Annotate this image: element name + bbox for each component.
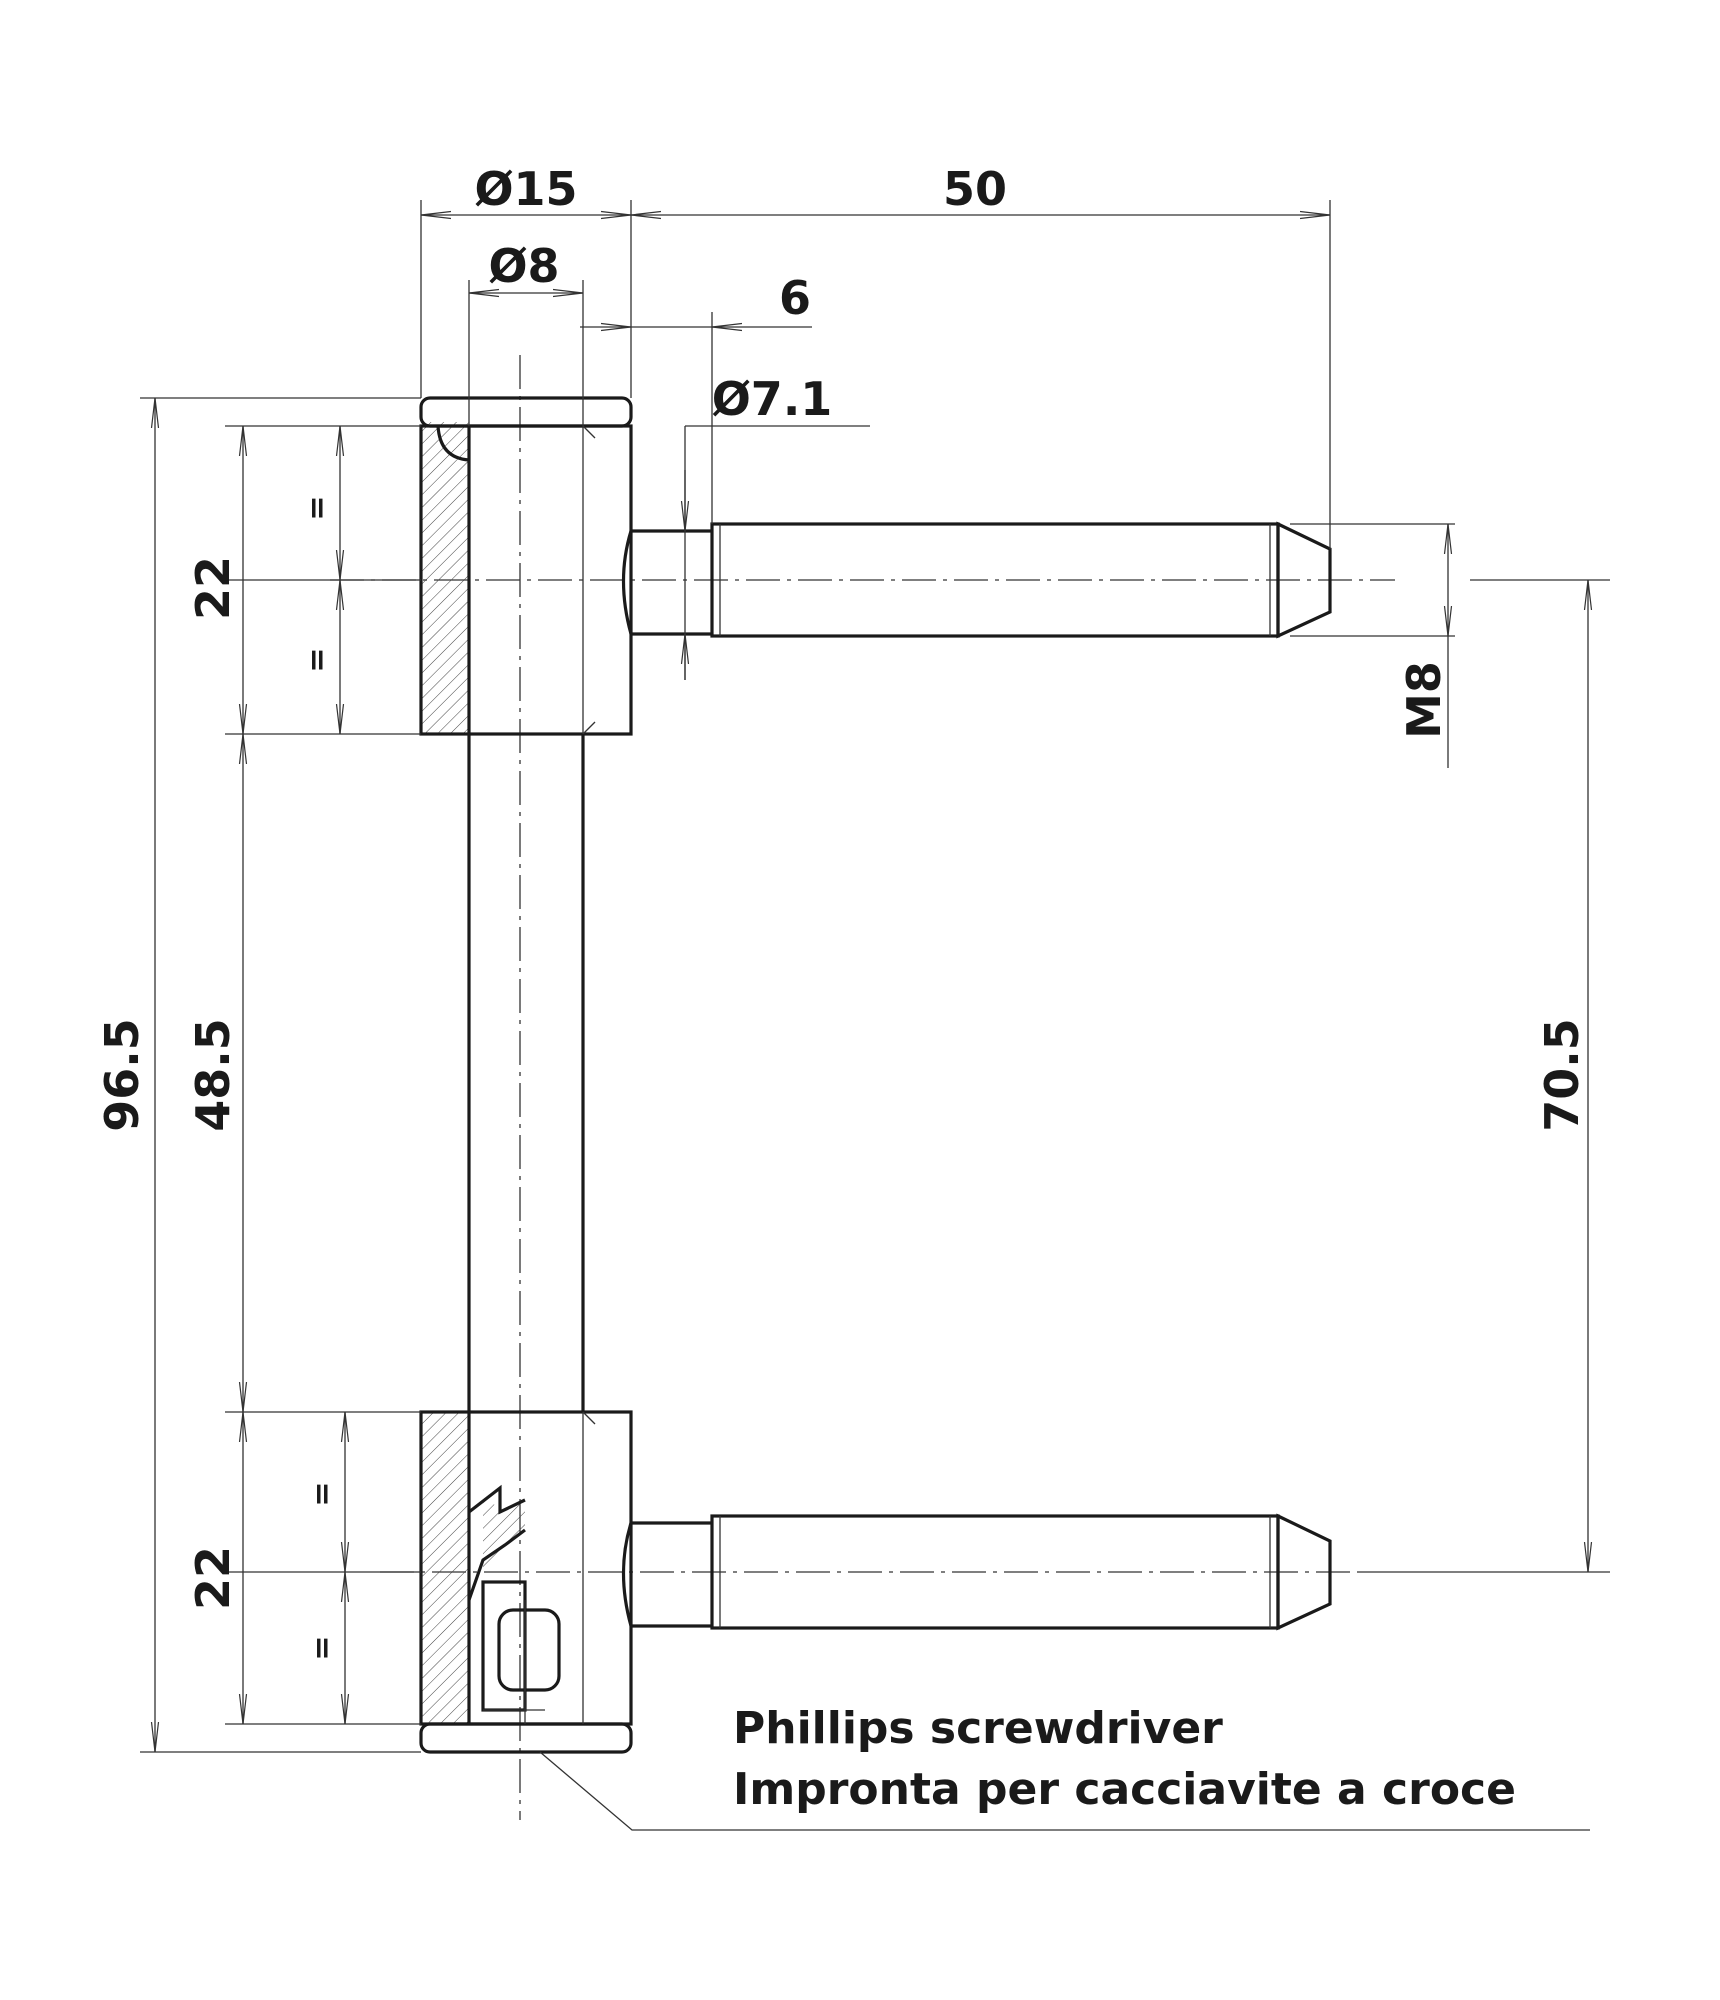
dimension-lines [155,215,1590,1831]
dim-knuckle-height-bottom: 22 [186,1546,240,1610]
extension-lines [140,200,1610,1753]
equal-mark-1: = [300,495,335,520]
equal-mark-2: = [300,647,335,672]
equal-mark-3: = [305,1481,340,1506]
screwdriver-note: Phillips screwdriver Impronta per caccia… [733,1703,1516,1815]
top-pin [621,521,1332,639]
dim-head-diameter: Ø15 [474,162,577,216]
dim-pin-spacing: 70.5 [1535,1018,1589,1132]
center-lines [330,355,1395,1820]
dim-pin-length: 50 [943,162,1007,216]
dim-pin-diameter: Ø8 [488,239,559,293]
top-knuckle [419,396,633,736]
dim-thread: M8 [1397,661,1451,739]
dim-collar-length: 6 [779,271,811,325]
equal-mark-4: = [305,1635,340,1660]
dim-knuckle-height-top: 22 [186,556,240,620]
dim-neck-diameter: Ø7.1 [712,372,833,426]
bottom-pin [621,1513,1332,1631]
note-line-1: Phillips screwdriver [733,1703,1223,1754]
dim-total-height: 96.5 [95,1018,149,1132]
note-line-2: Impronta per cacciavite a croce [733,1764,1516,1815]
dim-gap-height: 48.5 [186,1018,240,1132]
dimension-labels: Ø15 50 Ø8 6 Ø7.1 M8 96.5 22 48.5 22 70.5… [95,162,1589,1661]
bottom-knuckle [419,1410,633,1754]
tube [467,734,585,1412]
